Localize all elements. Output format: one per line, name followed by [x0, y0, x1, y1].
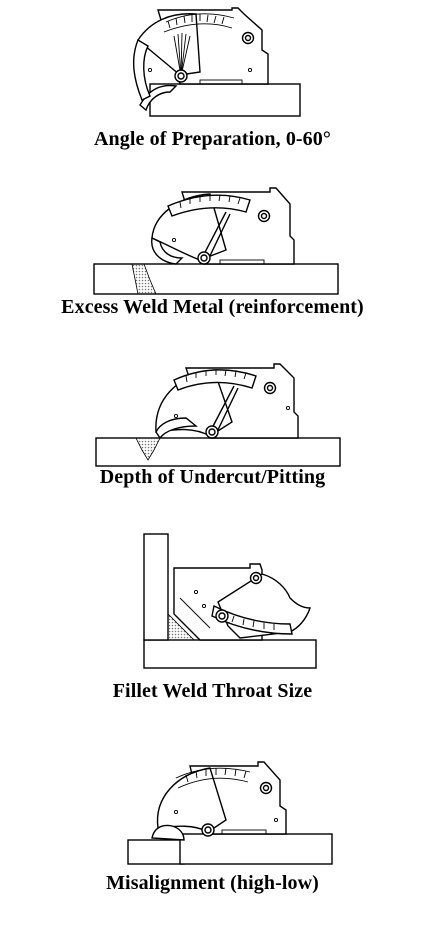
pointer-arm	[209, 385, 235, 433]
dial-plate	[156, 767, 227, 833]
panel-depth-of-undercut: Depth of Undercut/Pitting	[0, 356, 425, 496]
scale-arc	[175, 767, 251, 779]
workpiece-plate	[93, 263, 339, 295]
panel-fillet-weld-throat: Fillet Weld Throat Size	[0, 528, 425, 708]
excess-weld-diagram	[93, 187, 339, 295]
fillet-weld-diagram	[143, 533, 317, 669]
workpiece-plate	[95, 437, 341, 467]
scale-arc	[211, 604, 293, 635]
swing-arm	[151, 824, 185, 841]
pointer-needles	[173, 32, 191, 77]
caption-angle-of-preparation: Angle of Preparation, 0-60°	[94, 128, 331, 150]
panel-excess-weld-metal: Excess Weld Metal (reinforcement)	[0, 180, 425, 330]
panel-misalignment: Misalignment (high-low)	[0, 754, 425, 904]
angle-preparation-diagram	[132, 7, 301, 117]
pointer-arm	[201, 211, 227, 259]
weld-bead	[131, 263, 157, 295]
base-plate	[143, 639, 317, 669]
swing-arm	[139, 84, 178, 112]
undercut-diagram	[95, 363, 341, 467]
swing-arm	[151, 236, 184, 265]
caption-excess-weld-metal: Excess Weld Metal (reinforcement)	[61, 296, 364, 318]
undercut-pit	[135, 437, 161, 461]
fillet-weld	[167, 613, 195, 641]
swing-arm	[155, 417, 198, 440]
vertical-plate	[143, 533, 169, 641]
upper-plate	[179, 833, 333, 865]
caption-fillet-weld-throat: Fillet Weld Throat Size	[112, 680, 313, 702]
misalignment-diagram	[127, 761, 333, 865]
angle-scale	[165, 13, 235, 23]
caption-misalignment: Misalignment (high-low)	[106, 872, 319, 894]
lower-plate	[127, 839, 185, 865]
caption-depth-of-undercut: Depth of Undercut/Pitting	[99, 466, 326, 488]
panel-angle-of-preparation: Angle of Preparation, 0-60°	[0, 0, 425, 160]
